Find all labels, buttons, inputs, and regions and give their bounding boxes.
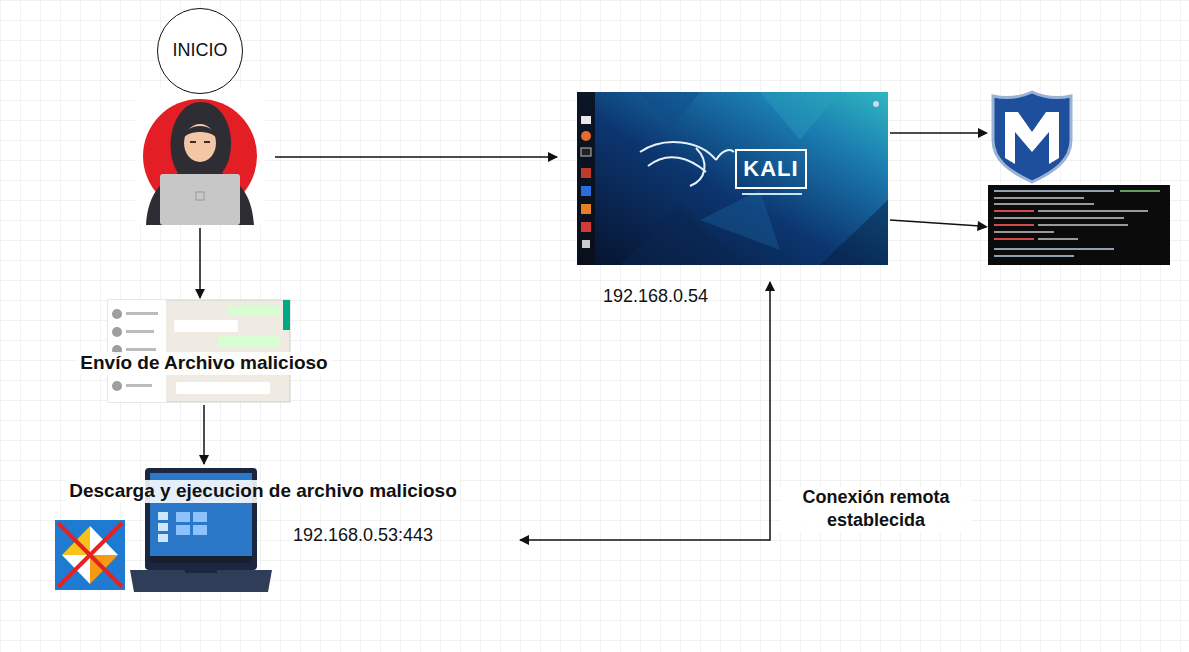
chat-screenshot	[108, 300, 166, 402]
kali-screenshot	[736, 150, 806, 188]
chat-screenshot	[112, 381, 122, 391]
hacker-icon	[204, 141, 210, 143]
kali-screenshot	[581, 116, 591, 124]
kali-screenshot	[581, 168, 591, 178]
hacker-icon	[160, 174, 240, 225]
chat-screenshot	[108, 300, 290, 402]
terminal-screenshot	[994, 231, 1054, 233]
hacker-icon	[190, 141, 196, 143]
terminal-screenshot	[994, 203, 1094, 205]
antivirus-disabled-icon	[55, 520, 125, 590]
metasploit-logo	[993, 92, 1071, 182]
kali-screenshot	[760, 92, 840, 140]
terminal-screenshot	[1038, 238, 1078, 240]
terminal-screenshot	[994, 210, 1034, 212]
terminal-screenshot	[994, 197, 1084, 199]
chat-screenshot	[174, 320, 238, 332]
laptop-icon	[158, 534, 168, 542]
flow-arrow	[520, 282, 770, 540]
chat-screenshot	[176, 382, 270, 394]
ip-address: 192.168.0.54	[603, 286, 708, 308]
kali-screenshot	[700, 190, 780, 250]
kali-screenshot	[581, 186, 591, 196]
laptop-icon	[193, 525, 207, 535]
metasploit-logo	[993, 92, 1071, 182]
laptop-icon	[176, 525, 190, 535]
flow-arrow	[275, 156, 557, 158]
antivirus-disabled-icon	[58, 523, 122, 587]
hacker-icon	[184, 124, 216, 162]
kali-screenshot	[820, 200, 888, 265]
laptop-icon	[193, 512, 207, 522]
attacker-machine: 192.168.0.54	[577, 92, 888, 265]
arrow-line	[890, 132, 980, 134]
victim-machine: Descarga y ejecucion de archivo malicios…	[20, 478, 506, 600]
hacker-icon	[135, 88, 265, 225]
logo-text: KALI	[736, 150, 806, 188]
chat-step: Envío de Archivo malicioso	[108, 300, 290, 402]
laptop-icon	[176, 512, 190, 522]
laptop-icon	[150, 556, 252, 563]
terminal-screenshot	[988, 185, 1170, 265]
laptop-icon	[185, 570, 217, 573]
terminal-screenshot	[1038, 224, 1128, 226]
chat-screenshot	[112, 327, 122, 337]
chat-screenshot	[126, 348, 156, 351]
arrow-line	[978, 128, 988, 138]
antivirus-disabled-icon	[58, 523, 122, 587]
kali-screenshot	[577, 92, 888, 265]
metasploit-logo	[1005, 112, 1059, 164]
terminal-screenshot	[994, 190, 1114, 192]
chat-screenshot	[126, 330, 154, 333]
antivirus-disabled-icon	[55, 520, 125, 590]
chat-screenshot	[126, 384, 152, 387]
terminal-screenshot	[988, 185, 1170, 265]
hacker-icon	[196, 192, 204, 200]
kali-screenshot	[640, 142, 734, 186]
chat-screenshot	[218, 336, 280, 348]
terminal-screenshot	[994, 224, 1034, 226]
kali-screenshot	[581, 131, 591, 141]
kali-screenshot	[873, 101, 879, 107]
chat-screenshot	[108, 300, 290, 402]
terminal-screenshot	[1120, 190, 1160, 192]
ip-address: 192.168.0.53:443	[293, 525, 433, 547]
kali-screenshot	[581, 148, 591, 156]
flow-arrow	[199, 228, 201, 298]
chat-screenshot	[228, 306, 280, 315]
terminal-screenshot	[1038, 210, 1148, 212]
kali-screenshot	[742, 193, 802, 195]
kali-screenshot	[640, 92, 700, 130]
hacker-icon	[146, 102, 254, 225]
connector-label: Conexión remota establecida	[780, 486, 972, 533]
terminal-screenshot	[994, 217, 1124, 219]
kali-screenshot	[577, 92, 595, 265]
chat-screenshot	[283, 300, 290, 330]
start-actor: INICIO	[135, 6, 265, 225]
kali-screenshot	[581, 222, 591, 232]
hacker-icon	[135, 88, 265, 225]
laptop-icon	[158, 512, 168, 520]
terminal-screenshot	[994, 255, 1074, 257]
arrow-line	[890, 220, 980, 226]
laptop-icon	[130, 570, 272, 592]
terminal-screenshot	[994, 248, 1114, 250]
step-title: Descarga y ejecucion de archivo malicios…	[66, 480, 460, 503]
step-title: Envío de Archivo malicioso	[77, 352, 330, 375]
chat-screenshot	[112, 309, 122, 319]
kali-screenshot	[581, 204, 591, 214]
chat-screenshot	[126, 312, 158, 315]
kali-screenshot	[577, 92, 888, 265]
arrow-line	[890, 128, 988, 231]
terminal-screenshot	[994, 238, 1034, 240]
flow-arrow	[203, 405, 205, 464]
start-circle: INICIO	[157, 8, 243, 94]
laptop-icon	[158, 523, 168, 531]
kali-screenshot	[582, 240, 590, 248]
arrow-line	[977, 221, 988, 231]
hacker-icon	[183, 126, 217, 138]
